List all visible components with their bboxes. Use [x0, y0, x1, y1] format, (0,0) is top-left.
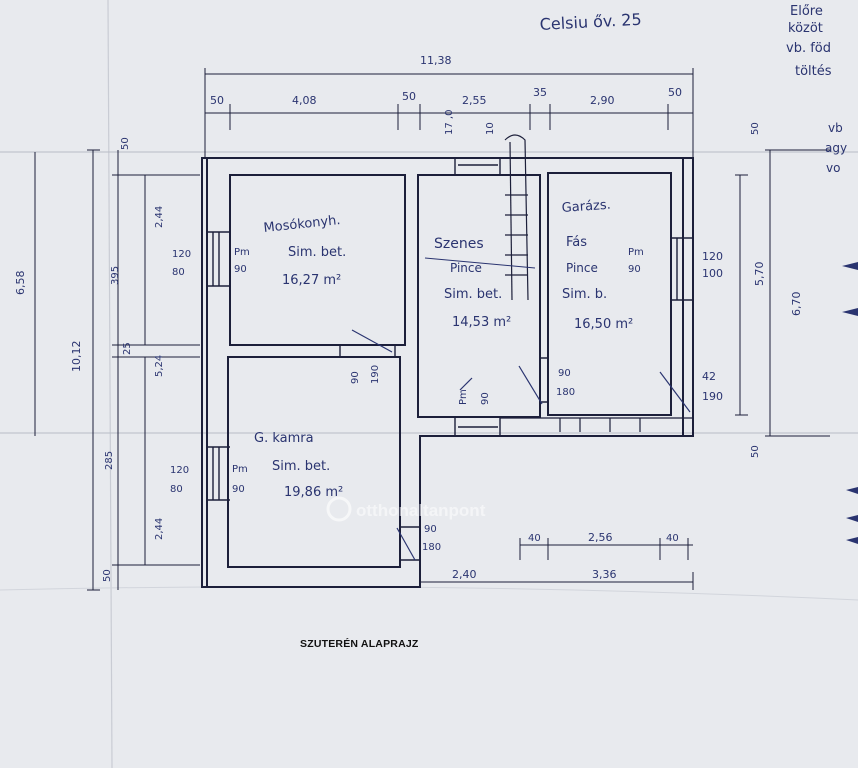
- side-note-7: vo: [826, 161, 840, 175]
- door2-height: 80: [170, 484, 183, 495]
- garage-sill: [500, 417, 693, 432]
- room-2-door: Pm: [458, 389, 469, 405]
- dim-bottom-seg-2: 2,56: [588, 531, 613, 544]
- room-3-name: Garázs.: [561, 198, 611, 216]
- room-1-door: Pm: [234, 247, 250, 258]
- paper-fold-line: [0, 586, 858, 601]
- side-note-3: vb. föd: [786, 41, 831, 56]
- dim-right-overall: 6,70: [790, 292, 803, 317]
- dim-bottom-seg-3: 40: [666, 533, 679, 544]
- dim-top-seg-2: 4,08: [292, 94, 317, 107]
- dim-stair-2: 10: [485, 122, 496, 135]
- opening-1-w: 90: [350, 371, 361, 384]
- watermark-logo-icon: [326, 496, 352, 522]
- dim-top-seg-5: 35: [533, 86, 547, 99]
- room-1-floor: Sim. bet.: [288, 245, 346, 260]
- watermark: otthonaltanpont: [326, 496, 486, 522]
- dim-left-seg-2: 2,44: [154, 206, 165, 228]
- dim-left-outer: 6,58: [14, 271, 27, 296]
- watermark-text: otthonaltanpont: [356, 501, 486, 520]
- section-arrows: [842, 262, 858, 544]
- room-4-door: Pm: [232, 464, 248, 475]
- room-4-area: 19,86 m²: [284, 485, 343, 500]
- room-4-name: G. kamra: [254, 431, 314, 446]
- opening-3-h: 180: [422, 542, 441, 553]
- dim-right-top: 50: [750, 122, 761, 135]
- room-1-area: 16,27 m²: [282, 273, 341, 288]
- room-4-door-w: 90: [232, 484, 245, 495]
- room-2-floor: Sim. bet.: [444, 287, 502, 302]
- room-3-floor: Sim. b.: [562, 287, 607, 302]
- door1-height: 80: [172, 267, 185, 278]
- dim-left-seg-8: 50: [102, 569, 113, 582]
- room-3-sub2: Pince: [566, 261, 598, 275]
- opening-2-w: 90: [558, 368, 571, 379]
- dim-stair-1: 17 ,0: [444, 110, 455, 135]
- dim-top-seg-1: 50: [210, 94, 224, 107]
- plan-caption: SZUTERÉN ALAPRAJZ: [300, 638, 419, 650]
- door2-width: 120: [170, 465, 189, 476]
- room-3-area: 16,50 m²: [574, 317, 633, 332]
- door-right-height: 100: [702, 267, 723, 280]
- dim-right-bottom: 50: [750, 445, 761, 458]
- room-2-sub: Pince: [450, 261, 482, 275]
- dim-left-seg-5: 5,24: [154, 355, 165, 377]
- dimension-lines: [34, 68, 830, 591]
- handwritten-labels: Celsiu őv. 25 Előre közöt vb. föd töltés…: [14, 4, 847, 582]
- dim-bottom-overall: 3,36: [592, 568, 617, 581]
- room-1-door-w: 90: [234, 264, 247, 275]
- dim-left-seg-4: 25: [122, 342, 133, 355]
- dim-left-seg-7: 2,44: [154, 518, 165, 540]
- dim-left-seg-6: 285: [104, 451, 115, 470]
- dim-bottom-seg-1: 40: [528, 533, 541, 544]
- side-note-2: közöt: [788, 21, 823, 36]
- door1-width: 120: [172, 249, 191, 260]
- side-note-6: agy: [825, 141, 847, 155]
- dim-top-seg-3: 50: [402, 90, 416, 103]
- room-2-area: 14,53 m²: [452, 315, 511, 330]
- room-3-door: Pm: [628, 247, 644, 258]
- opening-3-w: 90: [424, 524, 437, 535]
- dim-top-seg-7: 50: [668, 86, 682, 99]
- room-3-sub: Fás: [566, 235, 587, 250]
- side-note-1: Előre: [790, 4, 823, 19]
- dim-top-overall: 11,38: [420, 54, 452, 67]
- annotation-arrow: [424, 257, 536, 269]
- dim-left-seg-3: 395: [110, 266, 121, 285]
- dim-top-seg-6: 2,90: [590, 94, 615, 107]
- room-2-name: Szenes: [434, 236, 484, 252]
- window-height: 190: [702, 390, 723, 403]
- room-4-floor: Sim. bet.: [272, 459, 330, 474]
- opening-1-h: 190: [370, 365, 381, 384]
- staircase: [504, 134, 529, 301]
- room-2-door-w: 90: [480, 392, 491, 405]
- window-width: 42: [702, 370, 716, 383]
- door-swings: [351, 329, 691, 561]
- dim-left-seg-1: 50: [120, 137, 131, 150]
- side-note-4: töltés: [795, 64, 832, 79]
- dim-right-inner: 5,70: [753, 262, 766, 287]
- opening-2-h: 180: [556, 387, 575, 398]
- room-3-door-w: 90: [628, 264, 641, 275]
- side-note-5: vb: [828, 121, 843, 135]
- paper-fold-line: [107, 0, 113, 768]
- openings: [207, 158, 693, 561]
- dim-bottom-left: 2,40: [452, 568, 477, 581]
- dim-left-overall: 10,12: [70, 341, 83, 373]
- door-right-width: 120: [702, 250, 723, 263]
- dim-top-seg-4: 2,55: [462, 94, 487, 107]
